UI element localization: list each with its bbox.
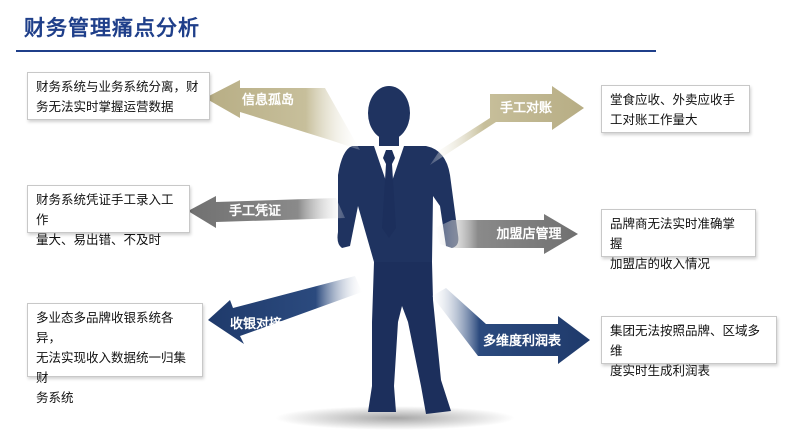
arrow-multidim-profit: 多维度利润表 xyxy=(432,288,590,364)
pain-point-box-cashier-integration: 多业态多品牌收银系统各异， 无法实现收入数据统一归集财 务系统 xyxy=(27,303,203,405)
pain-point-box-info-island: 财务系统与业务系统分离，财 务无法实时掌握运营数据 xyxy=(27,72,210,120)
arrow-manual-voucher: 手工凭证 xyxy=(188,196,345,228)
arrow-label-manual-voucher: 手工凭证 xyxy=(229,203,281,218)
title-divider xyxy=(16,50,656,52)
box-line: 集团无法按照品牌、区域多维 xyxy=(610,324,761,358)
box-line: 多业态多品牌收银系统各异， xyxy=(36,311,174,345)
arrow-label-manual-reconciliation: 手工对账 xyxy=(500,100,552,115)
box-line: 无法实现收入数据统一归集财 xyxy=(36,351,187,385)
arrow-manual-reconciliation: 手工对账 xyxy=(430,86,584,165)
box-line: 度实时生成利润表 xyxy=(610,364,711,378)
box-line: 量大、易出错、不及时 xyxy=(36,233,162,247)
pain-point-box-manual-voucher: 财务系统凭证手工录入工作 量大、易出错、不及时 xyxy=(27,185,190,247)
box-line: 堂食应收、外卖应收手 xyxy=(610,93,736,107)
box-line: 务系统 xyxy=(36,391,74,405)
page-title: 财务管理痛点分析 xyxy=(24,17,200,40)
figure-shadow xyxy=(275,406,515,430)
pain-point-box-multidim-profit: 集团无法按照品牌、区域多维 度实时生成利润表 xyxy=(601,316,777,378)
pain-point-box-franchise-management: 品牌商无法实时准确掌握 加盟店的收入情况 xyxy=(601,209,756,271)
arrow-label-franchise-management: 加盟店管理 xyxy=(495,226,561,241)
box-line: 财务系统凭证手工录入工作 xyxy=(36,193,174,227)
businessman-figure xyxy=(337,86,459,414)
box-line: 工对账工作量大 xyxy=(610,113,698,127)
box-line: 品牌商无法实时准确掌握 xyxy=(610,217,736,251)
arrow-cashier-integration: 收银对接 xyxy=(208,276,362,344)
pain-point-box-manual-reconciliation: 堂食应收、外卖应收手 工对账工作量大 xyxy=(601,85,750,133)
arrow-franchise-management: 加盟店管理 xyxy=(435,214,578,254)
box-line: 加盟店的收入情况 xyxy=(610,257,711,271)
arrow-label-info-island: 信息孤岛 xyxy=(242,92,294,107)
arrow-label-cashier-integration: 收银对接 xyxy=(230,316,282,331)
arrow-info-island: 信息孤岛 xyxy=(205,80,360,150)
box-line: 务无法实时掌握运营数据 xyxy=(36,100,174,114)
box-line: 财务系统与业务系统分离，财 xyxy=(36,80,199,94)
arrow-label-multidim-profit: 多维度利润表 xyxy=(483,333,562,348)
